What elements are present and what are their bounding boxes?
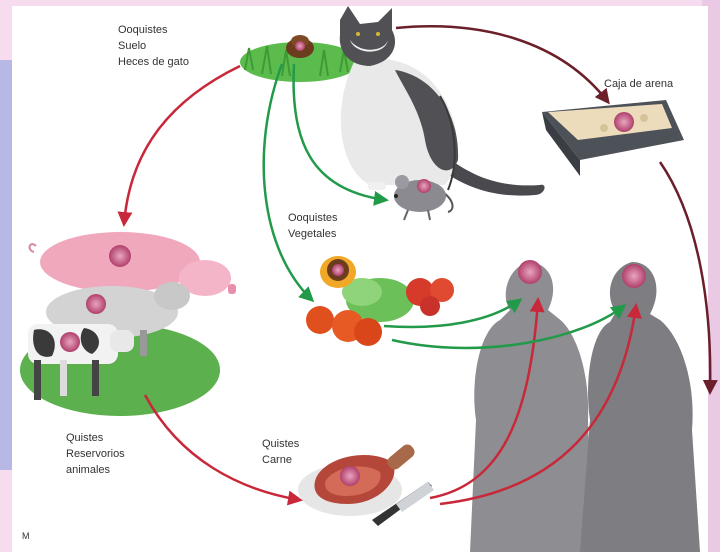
label-line: Reservorios [66, 446, 125, 462]
label-line: Vegetales [288, 226, 338, 242]
label-line: Caja de arena [604, 76, 673, 92]
label-line: Carne [262, 452, 299, 468]
label-ooquistes-vegetales: Ooquistes Vegetales [288, 210, 338, 242]
label-line: Heces de gato [118, 54, 189, 70]
label-line: Quistes [262, 436, 299, 452]
label-line: Ooquistes [288, 210, 338, 226]
label-ooquistes-suelo-heces: Ooquistes Suelo Heces de gato [118, 22, 189, 70]
label-quistes-carne: Quistes Carne [262, 436, 299, 468]
label-quistes-reservorios: Quistes Reservorios animales [66, 430, 125, 478]
label-line: Suelo [118, 38, 189, 54]
label-caja-de-arena: Caja de arena [604, 76, 673, 92]
corner-mark: M [22, 528, 30, 544]
label-line: animales [66, 462, 125, 478]
label-line: Ooquistes [118, 22, 189, 38]
label-line: Quistes [66, 430, 125, 446]
